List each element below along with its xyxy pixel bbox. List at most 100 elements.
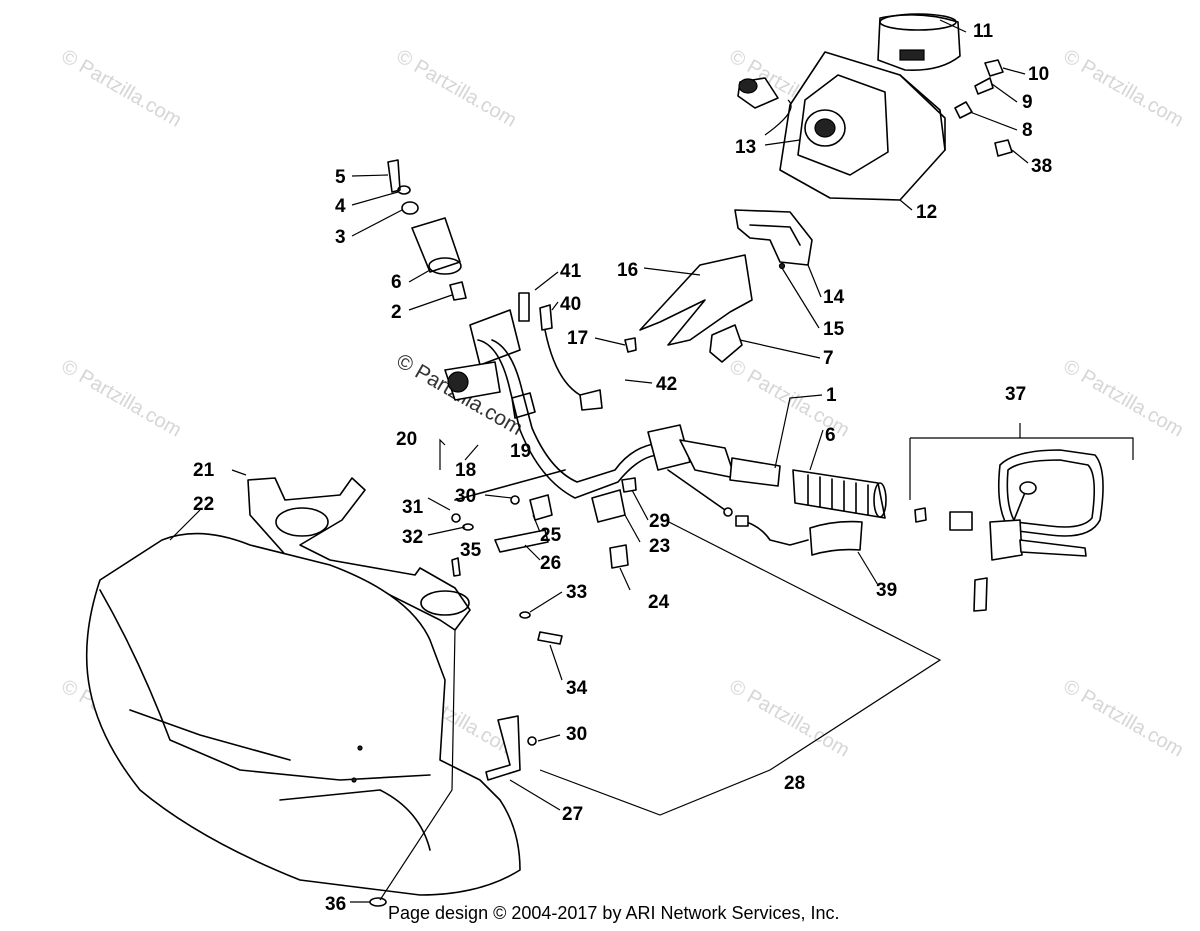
screw-9 <box>974 77 994 95</box>
heater-wire <box>739 519 809 546</box>
leader-29 <box>631 489 649 521</box>
windshield-contour <box>99 589 431 781</box>
throttle-lever <box>447 371 469 393</box>
leader-24 <box>619 567 631 591</box>
clip-38 <box>994 139 1013 157</box>
callout-41: 41 <box>560 261 582 282</box>
windshield-contour-bottom <box>279 789 431 851</box>
leader-6b <box>809 429 824 471</box>
key-switch-face <box>738 78 758 94</box>
bracket-14 <box>734 209 813 266</box>
callout-4: 4 <box>335 196 346 217</box>
callout-14: 14 <box>823 287 845 308</box>
leader-2 <box>408 294 453 311</box>
leader-30b <box>537 734 561 742</box>
leader-8 <box>969 111 1018 131</box>
callout-17: 17 <box>567 328 588 349</box>
grip-heater-39 <box>809 520 863 556</box>
master-cylinder <box>647 424 691 471</box>
mirror-nut <box>914 507 927 523</box>
leader-21 <box>231 469 247 476</box>
leader-11 <box>939 19 967 33</box>
callout-2: 2 <box>391 302 402 323</box>
callout-18: 18 <box>455 460 476 481</box>
callout-16: 16 <box>617 260 638 281</box>
left-grip-parts <box>387 159 603 411</box>
leader-13b <box>764 99 792 136</box>
leader-5 <box>351 174 389 177</box>
callout-7: 7 <box>823 348 834 369</box>
leader-26 <box>524 544 541 561</box>
switch-24 <box>609 544 629 569</box>
leader-28-outline <box>539 519 942 816</box>
ignition-switch-knob <box>814 118 836 138</box>
callout-37: 37 <box>1005 384 1026 405</box>
leader-42 <box>624 379 653 384</box>
leader-31 <box>427 497 451 511</box>
bracket-26 <box>494 529 549 553</box>
windshield-contour-lower <box>129 709 291 761</box>
callout-26: 26 <box>540 553 561 574</box>
leader-12 <box>899 199 913 211</box>
handlebar-18 <box>477 339 661 499</box>
callout-40: 40 <box>560 294 581 315</box>
callout-31: 31 <box>402 497 424 518</box>
windshield-hole <box>351 777 357 783</box>
bracket-27 <box>485 715 521 781</box>
watermark: © Partzilla.com <box>393 45 521 131</box>
leader-6a <box>408 269 431 283</box>
leader-36-vertical <box>379 629 456 901</box>
mirror-glass <box>1006 459 1096 528</box>
mirror-head <box>997 449 1104 537</box>
leader-38 <box>1011 149 1029 164</box>
callout-6a: 6 <box>391 272 402 293</box>
housing-23 <box>591 489 626 523</box>
washer-33 <box>519 611 531 619</box>
leader-3 <box>351 209 403 237</box>
watermark: © Partzilla.com <box>1060 355 1188 441</box>
callout-19: 19 <box>510 441 531 462</box>
callout-8: 8 <box>1022 120 1033 141</box>
speedometer-assembly <box>737 13 1013 201</box>
gauge-connector <box>899 49 925 61</box>
leader-15 <box>781 267 820 329</box>
leader-7 <box>739 339 821 359</box>
washer-4 <box>397 185 411 195</box>
watermark: © Partzilla.com <box>1060 675 1188 761</box>
leader-33 <box>529 591 563 613</box>
windshield-22 <box>85 532 521 896</box>
leader-18 <box>464 444 479 461</box>
left-control-assembly <box>444 309 536 419</box>
callout-33: 33 <box>566 582 587 603</box>
watermark: © Partzilla.com <box>58 45 186 131</box>
pod-window <box>797 74 889 176</box>
callout-labels: 11 10 9 8 38 12 13 14 15 16 17 7 1 6 42 … <box>193 21 1052 915</box>
handlebar-18-inner <box>491 339 661 483</box>
leader-14 <box>807 264 822 298</box>
bracket-hole-left <box>275 507 329 537</box>
mirror-assembly <box>914 449 1104 612</box>
leader-40 <box>551 301 559 311</box>
callout-9: 9 <box>1022 92 1033 113</box>
callout-21: 21 <box>193 460 215 481</box>
nut-31 <box>451 513 461 523</box>
left-control-housing <box>469 309 521 366</box>
screw-17 <box>624 337 637 353</box>
leader-20 <box>439 438 446 470</box>
label-41 <box>518 292 530 322</box>
mirror-spacer <box>949 511 973 531</box>
leader-1 <box>774 394 823 469</box>
copyright-footer: Page design © 2004-2017 by ARI Network S… <box>388 903 840 923</box>
grommet-8 <box>954 101 973 119</box>
screw-35 <box>451 557 461 577</box>
grip-ribs <box>807 474 869 516</box>
callout-1: 1 <box>826 385 837 406</box>
callout-30a: 30 <box>455 486 476 507</box>
callout-13: 13 <box>735 137 756 158</box>
mirror-screw <box>973 577 988 612</box>
wire-40 <box>539 304 553 331</box>
mirror-clamp <box>989 519 1023 561</box>
right-grip-6 <box>792 469 886 519</box>
watermark: © Partzilla.com <box>58 355 186 441</box>
